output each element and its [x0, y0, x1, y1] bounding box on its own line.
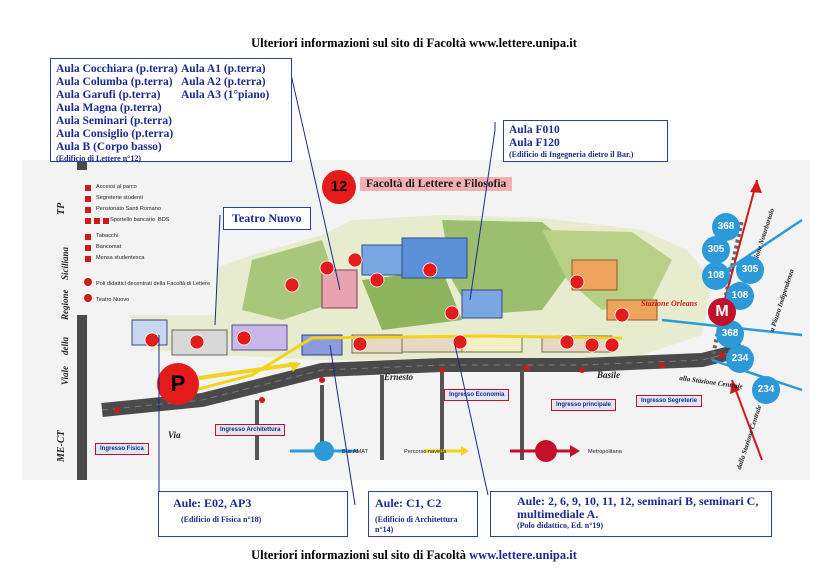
aule-f-box: Aula F010 Aula F120 (Edificio di Ingegne…: [503, 120, 668, 162]
legend-tabacchi: Tabacchi: [96, 233, 119, 239]
shuttle-route: [156, 334, 623, 402]
legend-pensionato: Pensionato Santi Romano: [96, 206, 161, 212]
legend-teatro: Teatro Nuovo: [96, 297, 130, 303]
legend-mensa: Mensa studentesca: [96, 255, 145, 261]
facolta-marker: 12: [322, 170, 356, 204]
transport-legend: [290, 440, 580, 462]
legend-icons: [84, 185, 109, 302]
aule-polo-multimediale: multimediale A.: [517, 507, 599, 521]
green-area: [362, 270, 462, 330]
footer-link[interactable]: www.lettere.unipa.it: [469, 548, 577, 562]
polo-didattico-note: (Polo didattico, Ed. n°19): [517, 521, 604, 530]
street-orleans: Stazione Orleans: [641, 299, 698, 308]
edificio-architettura-num: n°14): [375, 525, 394, 534]
parking-arrow: [198, 362, 301, 380]
parking-icon: P: [157, 363, 199, 405]
bus-stop-305b: 305: [736, 256, 764, 284]
aula-a2: Aula A2 (p.terra): [181, 76, 266, 88]
aula-a1: Aula A1 (p.terra): [181, 63, 266, 75]
legend-navetta: Percorso navetta: [404, 449, 447, 455]
aula-garufi: Aula Garufi (p.terra): [56, 89, 161, 101]
legend-poli: Poli didattici decentrati della Facoltà …: [96, 281, 211, 287]
aule-polo-box: Aule: 2, 6, 9, 10, 11, 12, seminari B, s…: [490, 491, 772, 537]
aula-magna: Aula Magna (p.terra): [56, 102, 162, 114]
aule-fisica-box: Aule: E02, AP3 (Edificio di Fisica n°18): [158, 491, 348, 537]
aule-c1-c2: Aule: C1, C2: [375, 496, 442, 510]
edificio-architettura-note: (Edificio di Architettura: [375, 515, 458, 524]
footer-prefix: Ulteriori informazioni sul sito di Facol…: [251, 548, 470, 562]
legend-bancomat: Bancomat: [96, 244, 122, 250]
aula-b: Aula B (Corpo basso): [56, 141, 162, 153]
aula-consiglio: Aula Consiglio (p.terra): [56, 128, 174, 140]
aula-f010: Aula F010: [509, 124, 560, 136]
entrance-fisica: Ingresso Fisica: [95, 443, 149, 455]
entrance-segreterie: Ingresso Segreterie: [636, 395, 703, 407]
legend-sportello: Sportello bancario: [110, 217, 156, 223]
facolta-title: Facoltà di Lettere e Filosofia: [360, 177, 513, 191]
bus-stop-305: 305: [702, 236, 730, 264]
legend-metropolitana: Metropolitana: [588, 449, 622, 455]
bus-stop-108: 108: [702, 262, 730, 290]
campus-map: [22, 160, 810, 480]
street-basile: Basile: [597, 370, 621, 380]
teatro-label: Teatro Nuovo: [223, 207, 311, 230]
legend-bds: BDS: [158, 217, 170, 223]
entrance-principale: Ingresso principale: [551, 399, 617, 411]
aule-architettura-box: Aule: C1, C2 (Edificio di Architettura n…: [368, 491, 478, 537]
building: [461, 289, 503, 319]
aule-main-box: Aula Cocchiara (p.terra) Aula Columba (p…: [50, 58, 292, 163]
entrance-architettura: Ingresso Architettura: [215, 424, 286, 436]
aula-f120: Aula F120: [509, 137, 560, 149]
legend-segreterie: Segreterie studenti: [96, 195, 143, 201]
entrance-economia: Ingresso Economia: [444, 389, 510, 401]
street-via: Via: [168, 430, 181, 440]
aula-a3: Aula A3 (1°piano): [181, 89, 270, 101]
header-info: Ulteriori informazioni sul sito di Facol…: [251, 36, 577, 50]
metro-icon: M: [708, 298, 736, 326]
aula-columba: Aula Columba (p.terra): [56, 76, 173, 88]
edificio-fisica-note: (Edificio di Fisica n°18): [181, 515, 262, 524]
aula-cocchiara: Aula Cocchiara (p.terra): [56, 63, 178, 75]
access-markers: [114, 352, 725, 413]
bus-stop-234: 234: [726, 345, 754, 373]
footer-info: Ulteriori informazioni sul sito di Facol…: [0, 548, 828, 563]
legend-bus-amat: Bus AMAT: [342, 449, 369, 455]
aule-e02-ap3: Aule: E02, AP3: [173, 496, 252, 510]
street-ernesto: Ernesto: [384, 372, 414, 382]
legend-accessi: Accessi al parco: [96, 184, 137, 190]
edificio-lettere-note: (Edificio di Lettere n°12): [56, 154, 142, 163]
bus-stop-234b: 234: [752, 376, 780, 404]
aule-polo-list: Aule: 2, 6, 9, 10, 11, 12, seminari B, s…: [517, 494, 759, 508]
building-markers: [144, 252, 630, 353]
aula-seminari: Aula Seminari (p.terra): [56, 115, 172, 127]
edificio-ingegneria-note: (Edificio di Ingegneria dietro il Bar.): [509, 150, 634, 159]
